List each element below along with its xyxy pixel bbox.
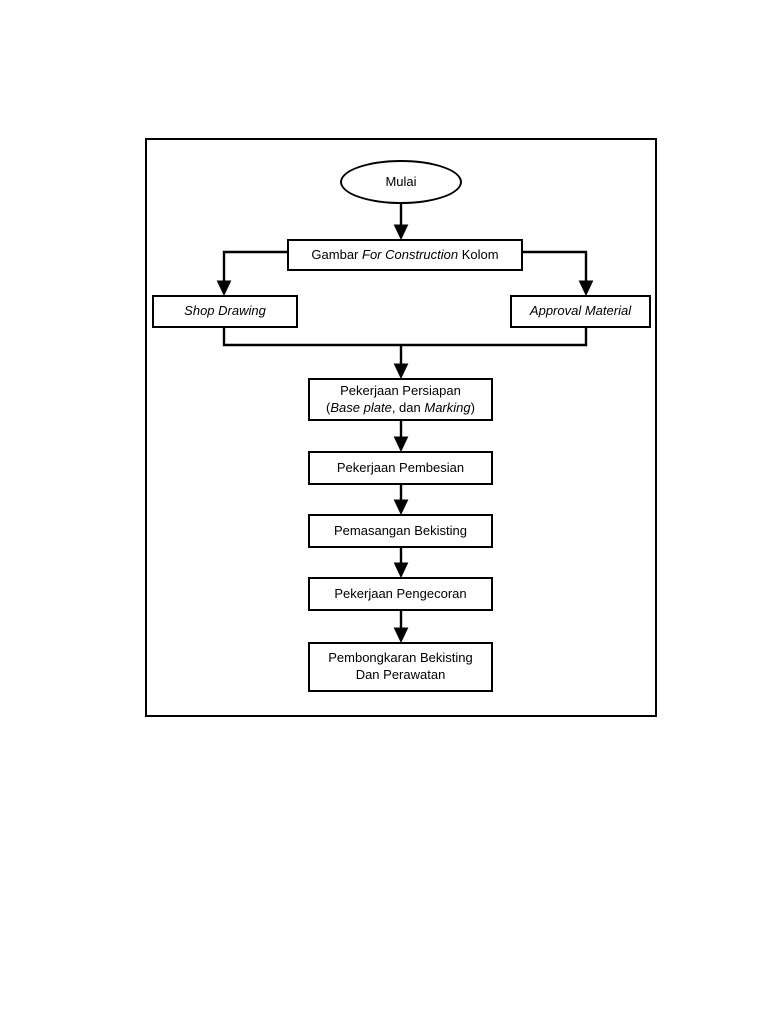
- node-pemasangan-bekisting-label: Pemasangan Bekisting: [334, 522, 467, 538]
- node-gambar-label-part-1: Gambar: [311, 246, 362, 262]
- node-shop-drawing-label: Shop Drawing: [184, 303, 266, 319]
- node-shop-drawing[interactable]: Shop Drawing: [152, 295, 298, 328]
- node-pekerjaan-persiapan-line-1: Pekerjaan Persiapan: [340, 382, 461, 398]
- node-gambar-label: Gambar For Construction Kolom: [305, 247, 504, 263]
- node-pekerjaan-pengecoran[interactable]: Pekerjaan Pengecoran: [308, 577, 493, 611]
- node-gambar-label-part-3: Kolom: [458, 246, 499, 262]
- node-mulai[interactable]: Mulai: [340, 160, 462, 204]
- node-pemasangan-bekisting[interactable]: Pemasangan Bekisting: [308, 514, 493, 548]
- node-pekerjaan-persiapan[interactable]: Pekerjaan Persiapan (Base plate, dan Mark…: [308, 378, 493, 421]
- node-pekerjaan-pembesian[interactable]: Pekerjaan Pembesian: [308, 451, 493, 485]
- node-pekerjaan-pembesian-label: Pekerjaan Pembesian: [336, 459, 465, 475]
- node-pekerjaan-persiapan-line-2-part-3: , dan: [391, 399, 425, 415]
- node-pembongkaran-line-1: Pembongkaran Bekisting: [328, 650, 473, 666]
- figure-frame: [145, 138, 657, 717]
- node-gambar-label-part-2: For Construction: [362, 246, 459, 262]
- node-pekerjaan-pengecoran-label: Pekerjaan Pengecoran: [334, 585, 467, 601]
- node-mulai-label: Mulai: [385, 173, 417, 189]
- node-pekerjaan-persiapan-line-2-part-4: Marking: [424, 399, 471, 415]
- node-pekerjaan-persiapan-label: Pekerjaan Persiapan (Base plate, dan Mark…: [320, 383, 481, 417]
- node-pekerjaan-persiapan-line-2-part-5: ): [470, 399, 475, 415]
- node-approval-material-label: Approval Material: [529, 303, 632, 319]
- node-pekerjaan-persiapan-line-2-part-1: (: [326, 399, 331, 415]
- node-pembongkaran-line-2: Dan Perawatan: [355, 667, 446, 682]
- node-gambar-for-construction-kolom[interactable]: Gambar For Construction Kolom: [287, 239, 523, 271]
- node-pekerjaan-persiapan-line-2-part-2: Base plate: [330, 399, 392, 415]
- node-approval-material[interactable]: Approval Material: [510, 295, 651, 328]
